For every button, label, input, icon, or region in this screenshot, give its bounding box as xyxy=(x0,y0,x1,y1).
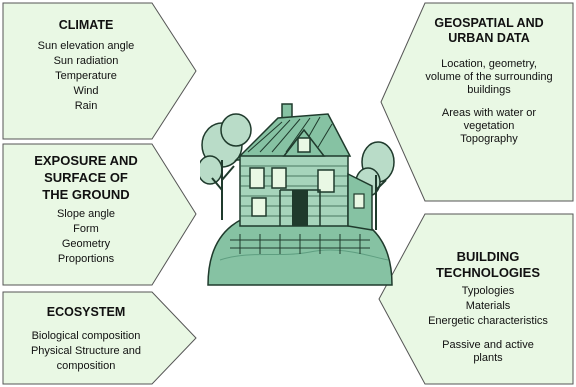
tree-left-icon xyxy=(200,113,252,220)
exposure-item: Geometry xyxy=(61,238,111,250)
building-item: Typologies xyxy=(461,285,515,297)
building-item: Passive and active xyxy=(442,339,534,351)
ecosystem-panel: ECOSYSTEM Biological composition Physica… xyxy=(2,291,197,385)
ecosystem-title: ECOSYSTEM xyxy=(46,305,126,319)
ecosystem-item: composition xyxy=(56,360,116,372)
ecosystem-panel-shape xyxy=(2,291,197,385)
geospatial-title-line: URBAN DATA xyxy=(448,31,530,45)
building-item: Energetic characteristics xyxy=(428,315,548,327)
geospatial-item: buildings xyxy=(467,84,511,96)
building-item: Materials xyxy=(465,300,511,312)
climate-item: Rain xyxy=(74,100,98,112)
geospatial-item: volume of the surrounding xyxy=(425,71,553,83)
house-icon xyxy=(200,103,395,286)
climate-title: CLIMATE xyxy=(58,18,114,32)
building-item: plants xyxy=(473,352,503,364)
geospatial-panel-shape xyxy=(380,2,574,202)
ecosystem-item: Biological composition xyxy=(31,330,141,342)
exposure-title-line: THE GROUND xyxy=(42,187,130,202)
geospatial-item: Topography xyxy=(460,133,518,145)
exposure-title-line: EXPOSURE AND xyxy=(34,153,138,168)
geospatial-title-line: GEOSPATIAL AND xyxy=(434,16,544,30)
tree-right-icon xyxy=(355,141,395,230)
geospatial-item: Areas with water or xyxy=(441,107,537,119)
ecosystem-item: Physical Structure and xyxy=(30,345,142,357)
building-title-line: BUILDING xyxy=(456,249,520,264)
climate-item: Temperature xyxy=(55,70,117,82)
geospatial-panel: GEOSPATIAL AND URBAN DATA Location, geom… xyxy=(380,2,574,202)
climate-panel-shape xyxy=(2,2,197,140)
exposure-title-line: SURFACE OF xyxy=(44,170,128,185)
exposure-item: Slope angle xyxy=(56,208,116,220)
climate-item: Sun radiation xyxy=(53,55,119,67)
exposure-panel-shape xyxy=(2,143,197,286)
climate-item: Sun elevation angle xyxy=(37,40,135,52)
exposure-item: Proportions xyxy=(57,253,115,265)
geospatial-item: vegetation xyxy=(463,120,515,132)
climate-item: Wind xyxy=(73,85,99,97)
climate-panel: CLIMATE Sun elevation angle Sun radiatio… xyxy=(2,2,197,140)
building-technologies-panel: BUILDING TECHNOLOGIES Typologies Materia… xyxy=(378,213,574,385)
geospatial-item: Location, geometry, xyxy=(441,58,537,70)
exposure-item: Form xyxy=(73,223,99,235)
building-title-line: TECHNOLOGIES xyxy=(435,265,540,280)
exposure-panel: EXPOSURE AND SURFACE OF THE GROUND Slope… xyxy=(2,143,197,286)
